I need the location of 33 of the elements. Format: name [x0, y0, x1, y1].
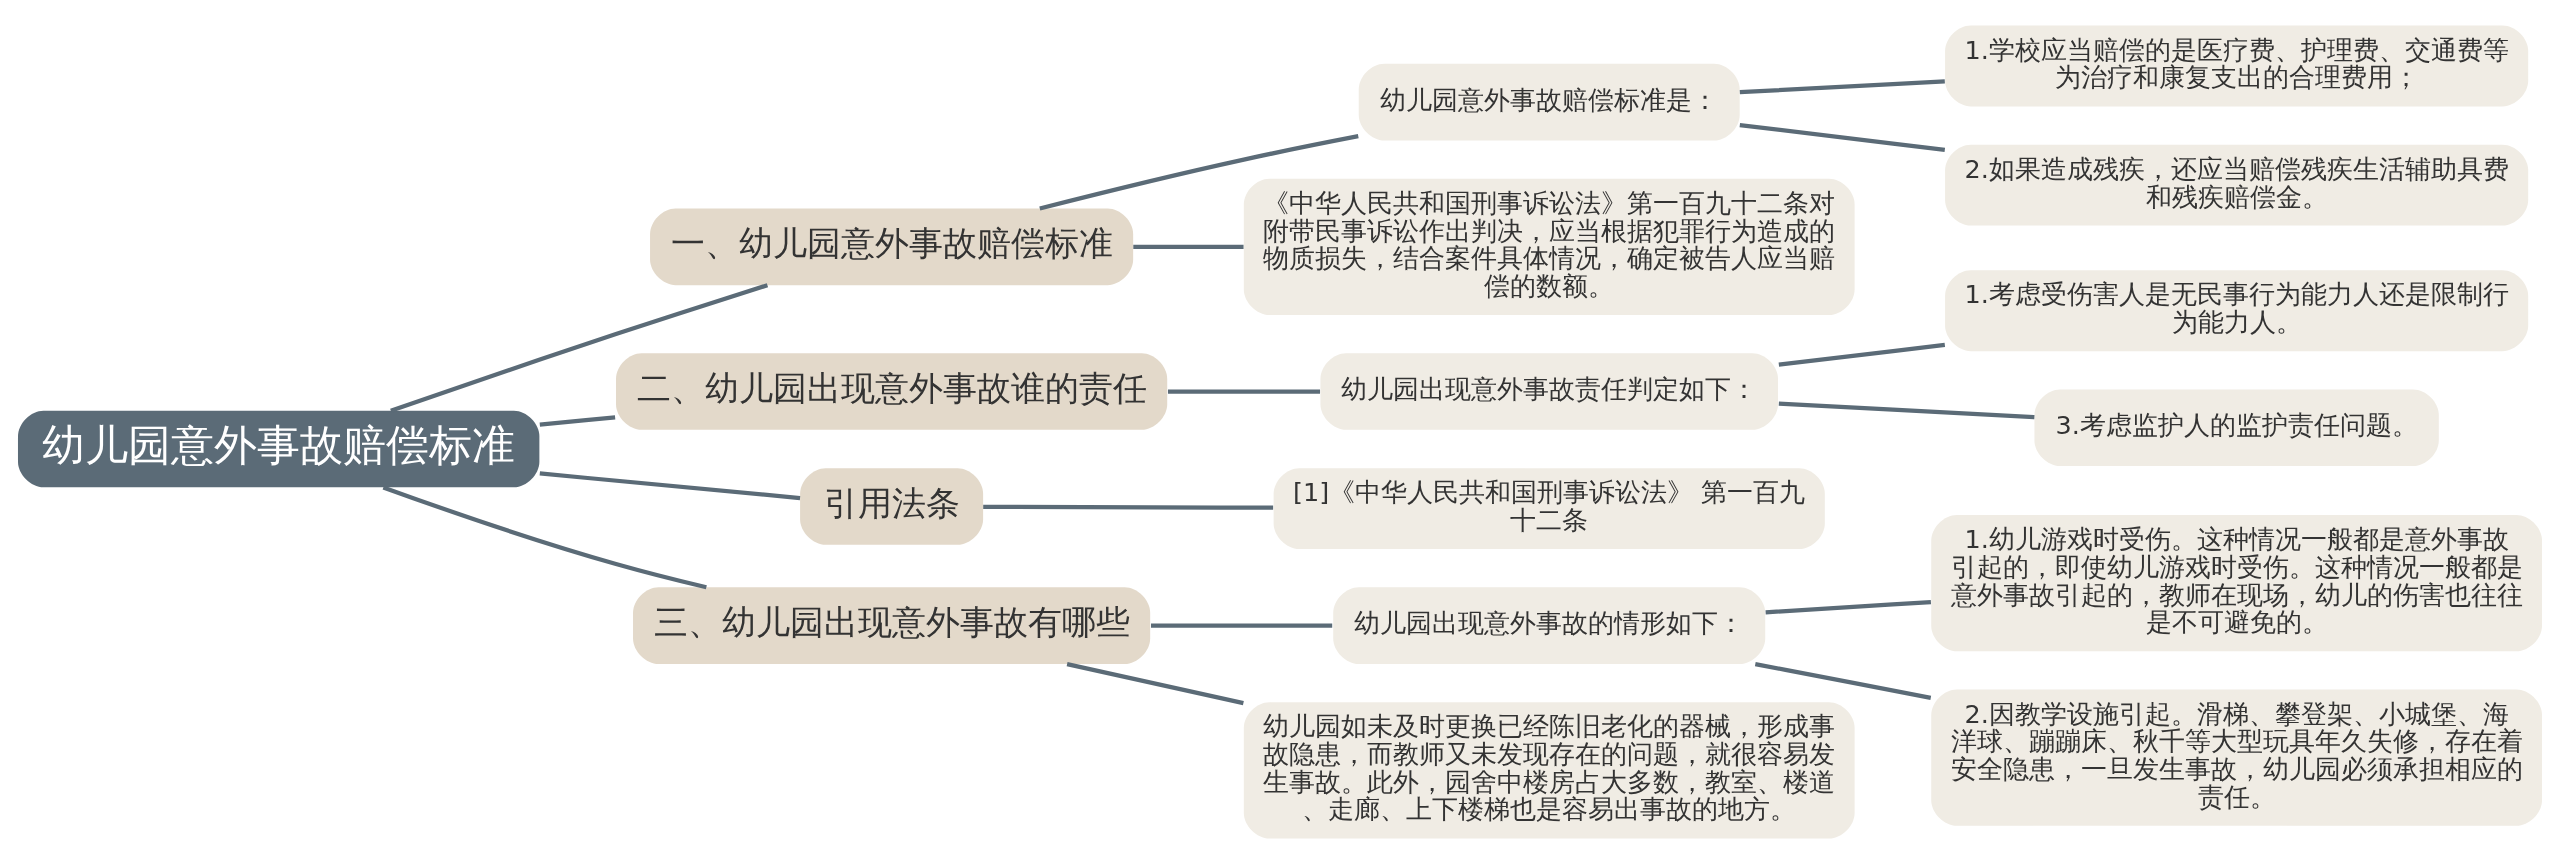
connector: [1739, 78, 1945, 94]
connector: [1754, 661, 1932, 700]
node-box: 1.学校应当赔偿的是医疗费、护理费、交通费等为治疗和康复支出的合理费用；: [1945, 25, 2529, 106]
node-box: 幼儿园意外事故赔偿标准: [17, 410, 540, 487]
node-box: 3.考虑监护人的监护责任问题。: [2034, 388, 2439, 466]
node-box: 《中华人民共和国刑事诉讼法》第一百九十二条对附带民事诉讼作出判决，应当根据犯罪行为造成的物质损失，结合案件具体情况，确定被告人应当赔偿的数额。: [1243, 178, 1855, 315]
node-box: 2.如果造成残疾，还应当赔偿残疾生活辅助具费和残疾赔偿金。: [1945, 144, 2529, 226]
connector: [1039, 133, 1359, 211]
connector: [1133, 244, 1244, 249]
connector: [1739, 122, 1946, 152]
connector: [983, 504, 1274, 510]
node-box: 二、幼儿园出现意外事故谁的责任: [616, 352, 1168, 430]
connector: [1066, 661, 1244, 705]
node-box: 幼儿园意外事故赔偿标准是：: [1358, 63, 1740, 140]
connector: [1778, 401, 2035, 419]
node-box: [1]《中华人民共和国刑事诉讼法》 第一百九十二条: [1273, 467, 1825, 549]
node-box: 幼儿园如未及时更换已经陈旧老化的器械，形成事故隐患，而教师又未发现存在的问题，就很容易发生事故。此外，园舍中楼房占大多数，教室、楼道、走廊、上下楼梯也是容易出事故的地方。: [1243, 701, 1855, 838]
node-box: 2.因教学设施引起。滑梯、攀登架、小城堡、海洋球、蹦蹦床、秋千等大型玩具年久失修，存在着安全隐患，一旦发生事故，幼儿园必须承担相应的责任。: [1931, 689, 2543, 826]
connector: [1151, 623, 1333, 628]
connector: [539, 414, 616, 427]
connector: [1778, 342, 1946, 367]
connector: [390, 282, 769, 413]
node-box: 幼儿园出现意外事故的情形如下：: [1333, 586, 1766, 664]
node-box: 幼儿园出现意外事故责任判定如下：: [1320, 352, 1778, 430]
connector: [382, 484, 707, 589]
node-box: 三、幼儿园出现意外事故有哪些: [633, 586, 1151, 664]
connector: [1765, 599, 1932, 614]
node-box: 引用法条: [800, 467, 984, 545]
node-box: 1.幼儿游戏时受伤。这种情况一般都是意外事故引起的，即使幼儿游戏时受伤。这种情况一般都是意外事故引起的，教师在现场，幼儿的伤害也往往是不可避免的。: [1931, 514, 2543, 651]
node-box: 1.考虑受伤害人是无民事行为能力人还是限制行为能力人。: [1945, 269, 2529, 351]
connector: [539, 470, 801, 500]
connector: [1167, 388, 1321, 394]
node-box: 一、幼儿园意外事故赔偿标准: [650, 208, 1134, 285]
